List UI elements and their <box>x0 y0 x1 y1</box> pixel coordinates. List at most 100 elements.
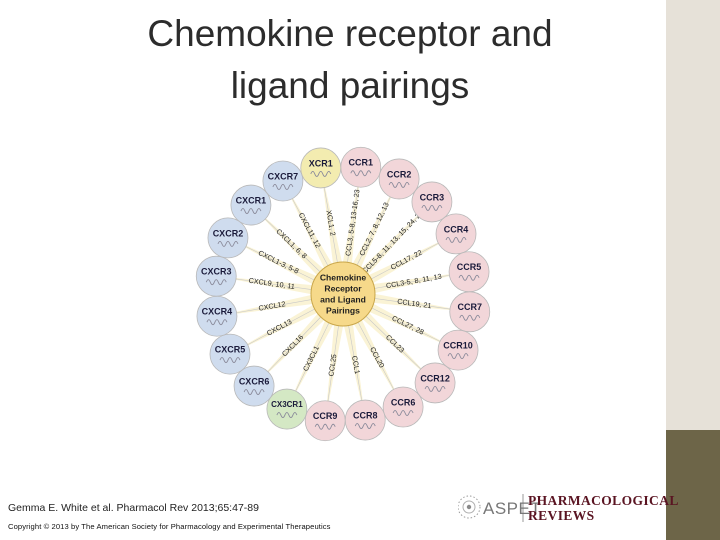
ray-wedge-ccr9 <box>325 324 344 421</box>
ray-wedge-ccr5 <box>373 271 470 293</box>
ligand-label-ccr4: CCL17, 22 <box>389 248 424 272</box>
ligand-label-cxcr3: CXCL9, 10, 11 <box>248 276 295 291</box>
ray-line-cxcr4 <box>236 299 312 314</box>
receptor-name-cxcr7: CXCR7 <box>268 171 299 181</box>
ray-line-ccr8 <box>348 325 363 401</box>
ray-wedge-xcr1 <box>320 167 342 264</box>
ray-wedge-cx3cr1 <box>286 320 334 410</box>
journal-name-line-1: PHARMACOLOGICAL <box>528 493 679 508</box>
receptor-glyph-icon <box>240 208 262 215</box>
receptor-name-ccr5: CCR5 <box>457 262 482 272</box>
receptor-glyph-icon <box>217 240 239 247</box>
receptor-glyph-icon <box>206 319 228 326</box>
receptor-node-ccr2 <box>378 158 420 200</box>
ligand-label-cx3cr1: CX3CL1 <box>301 344 321 372</box>
center-label-line: and Ligand <box>320 294 366 304</box>
ligand-label-cxcr5: CXCL13 <box>265 317 293 338</box>
ligand-label-ccr12: CCL23 <box>384 333 406 355</box>
receptor-glyph-icon <box>459 314 481 321</box>
receptor-glyph-icon <box>243 389 265 396</box>
center-label-line: Chemokine <box>320 272 367 282</box>
ligand-label-ccr5: CCL3-5, 8, 11, 13 <box>385 272 442 291</box>
receptor-glyph-icon <box>350 170 372 177</box>
receptor-node-ccr4 <box>435 213 477 255</box>
receptor-glyph-icon <box>447 353 469 360</box>
ray-wedge-cxcr4 <box>216 295 313 317</box>
receptor-glyph-icon <box>445 236 467 243</box>
receptor-node-ccr6 <box>382 386 424 428</box>
receptor-glyph-icon <box>424 385 446 392</box>
aspet-logo-icon <box>458 494 524 522</box>
ray-line-ccr12 <box>365 316 421 370</box>
ray-wedge-ccr7 <box>373 293 470 312</box>
receptor-node-ccr3 <box>411 181 453 223</box>
ligand-label-ccr8: CCL1 <box>350 355 362 375</box>
ligand-label-cxcr6: CXCL16 <box>280 332 305 358</box>
receptor-node-ccr9 <box>304 400 346 442</box>
receptor-name-cxcr2: CXCR2 <box>213 228 244 238</box>
ray-wedge-ccr4 <box>368 233 457 284</box>
title-line-1: Chemokine receptor and <box>147 13 553 54</box>
ray-wedge-ccr10 <box>369 303 459 351</box>
ray-line-cxcr6 <box>267 316 321 372</box>
receptor-name-ccr4: CCR4 <box>444 224 469 234</box>
ligand-label-ccr10: CCL27, 28 <box>391 313 426 336</box>
receptor-glyph-icon <box>310 171 332 177</box>
ray-line-xcr1 <box>323 187 338 263</box>
center-label-line: Receptor <box>324 283 362 293</box>
ray-wedge-ccr2 <box>352 178 400 268</box>
receptor-node-cxcr7 <box>262 160 304 202</box>
receptor-glyph-icon <box>276 412 298 418</box>
ray-line-ccr7 <box>374 298 450 310</box>
ray-line-cxcr3 <box>236 278 312 290</box>
receptor-node-cxcr1 <box>230 184 272 226</box>
receptor-name-ccr1: CCR1 <box>349 158 374 168</box>
receptor-node-cxcr3 <box>195 255 237 297</box>
receptor-node-cxcr2 <box>207 217 249 259</box>
receptor-node-ccr10 <box>437 329 479 371</box>
receptor-node-cxcr5 <box>209 333 251 375</box>
ray-wedge-ccr1 <box>342 167 361 264</box>
ray-layer <box>216 167 470 421</box>
ray-line-ccr5 <box>374 274 450 289</box>
sidebar-top-panel <box>666 0 720 430</box>
ray-wedge-ccr8 <box>344 324 366 421</box>
ray-wedge-cxcr7 <box>282 180 333 269</box>
ligand-label-xcr1: XCL1, 2 <box>324 209 337 236</box>
ray-line-cxcr7 <box>292 198 329 266</box>
receptor-glyph-icon <box>272 184 294 190</box>
center-circle <box>310 261 376 327</box>
ray-wedge-ccr6 <box>353 319 404 408</box>
slide-title: Chemokine receptor and ligand pairings <box>100 8 600 112</box>
ligand-label-ccr6: CCL20 <box>368 345 386 369</box>
receptor-glyph-icon <box>392 410 414 416</box>
receptor-name-ccr8: CCR8 <box>353 410 378 420</box>
receptor-name-cxcr4: CXCR4 <box>202 307 233 317</box>
receptor-glyph-icon <box>354 423 376 429</box>
ray-line-cxcr1 <box>265 218 321 272</box>
ray-wedge-cxcr3 <box>216 276 313 295</box>
receptor-name-ccr3: CCR3 <box>420 192 445 202</box>
ray-line-cx3cr1 <box>295 322 330 392</box>
ray-line-ccr9 <box>327 325 339 401</box>
title-line-2: ligand pairings <box>230 65 470 106</box>
ligand-label-cxcr4: CXCL12 <box>258 299 286 313</box>
center-label-line: Pairings <box>326 305 360 315</box>
receptor-node-xcr1 <box>300 147 342 189</box>
receptor-name-cxcr1: CXCR1 <box>236 195 267 205</box>
ligand-label-cxcr7: CXCL11, 12 <box>297 211 323 249</box>
citation-caption: Gemma E. White et al. Pharmacol Rev 2013… <box>8 502 259 514</box>
receptor-name-cxcr3: CXCR3 <box>201 267 232 277</box>
receptor-glyph-icon <box>314 423 336 430</box>
ray-line-cxcr2 <box>245 246 315 281</box>
ray-line-cxcr5 <box>247 308 315 345</box>
ray-line-ccr1 <box>347 187 359 263</box>
receptor-glyph-icon <box>458 274 480 281</box>
receptor-glyph-icon <box>421 204 443 211</box>
receptor-name-ccr2: CCR2 <box>387 169 412 179</box>
receptor-name-ccr9: CCR9 <box>313 411 338 421</box>
receptor-node-ccr7 <box>449 291 491 333</box>
ray-line-ccr10 <box>371 307 441 342</box>
